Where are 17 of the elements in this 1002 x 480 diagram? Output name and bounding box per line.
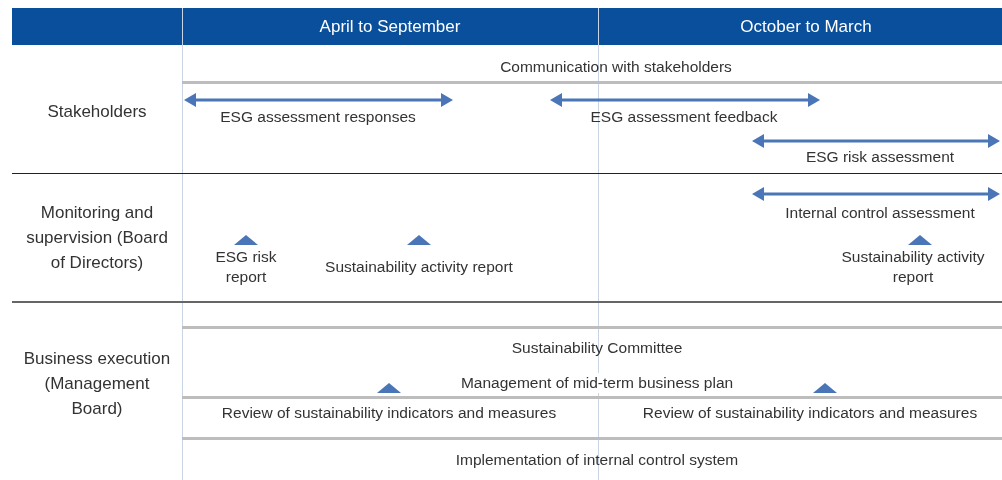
column-header: October to March [739,17,873,37]
timeline-label: Review of sustainability indicators and measures [220,403,558,423]
column-header: April to September [318,17,462,37]
row-header: Stakeholders [46,100,148,123]
timeline-label: Implementation of internal control system [454,450,740,470]
timeline-label: Sustainability activity report [324,257,514,277]
timeline-label: Sustainability Committee [510,338,684,358]
timeline-label: ESG risk assessment [804,147,956,167]
timeline-label: Communication with stakeholders [499,57,733,77]
timeline-label: Review of sustainability indicators and measures [641,403,979,423]
timeline-label: Internal control assessment [784,203,976,223]
row-header: Business execution (Management Board) [22,347,172,420]
timeline-label: Sustainability activity report [840,247,986,287]
timeline-label: ESG assessment feedback [589,107,779,127]
timeline-label: ESG risk report [214,247,278,287]
timeline-label: ESG assessment responses [219,107,417,127]
row-header: Monitoring and supervision (Board of Directors) [25,201,169,274]
